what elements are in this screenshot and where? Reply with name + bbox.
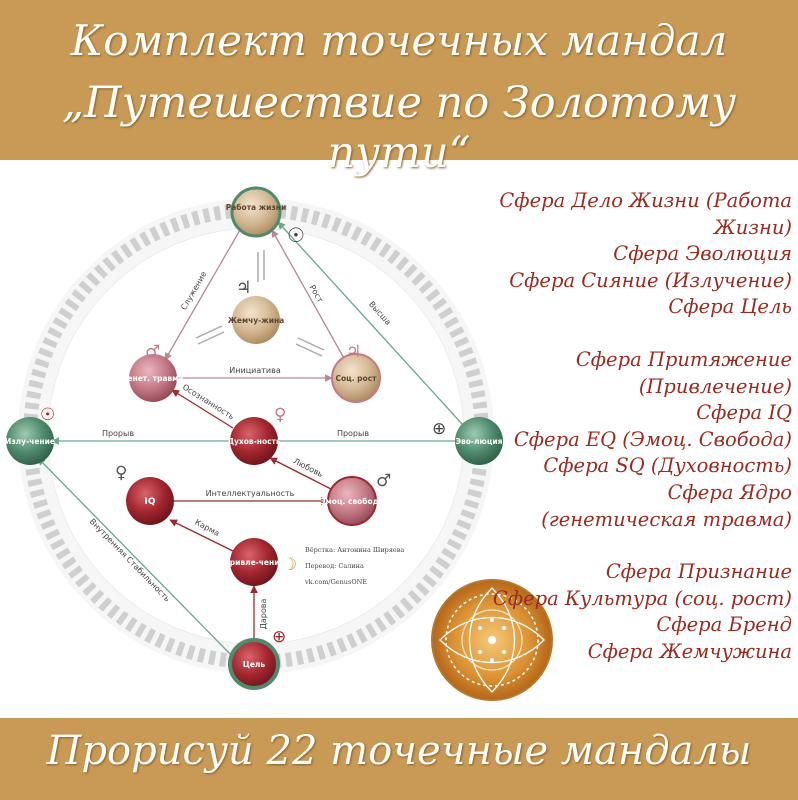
legend-item: Сфера Притяжение (Привлечение) <box>575 347 792 398</box>
legend-item: Сфера Жемчужина <box>587 639 792 663</box>
moon-icon: ☽ <box>282 555 297 575</box>
mars-icon: ♂ <box>145 342 160 362</box>
svg-text:Эмоц. свобода: Эмоц. свобода <box>320 497 384 506</box>
edge-work-genetic <box>164 229 241 361</box>
svg-text:Работа жизни: Работа жизни <box>226 203 286 212</box>
golden-mandala-image <box>431 579 553 701</box>
svg-text:Цель: Цель <box>243 660 266 669</box>
edge-soul-genetic <box>171 389 234 429</box>
edge-label-initiative: Инициатива <box>229 366 281 375</box>
node-goal: Цель <box>228 638 280 690</box>
legend-item: Сфера Культура (соц. рост) <box>492 586 792 610</box>
earth-icon: ⊕ <box>272 627 286 647</box>
svg-text:Эво-люция: Эво-люция <box>456 437 503 446</box>
earth-icon: ⊕ <box>432 419 446 439</box>
header-band <box>0 0 798 160</box>
node-pearl: Жемчу-жина <box>228 296 285 344</box>
sphere-legend: Сфера Дело Жизни (Работа Жизни) Сфера Эв… <box>432 188 792 666</box>
edge-work-evolution <box>277 221 464 426</box>
edge-attract-iq <box>169 519 236 553</box>
edge-radiance-goal <box>37 457 237 661</box>
node-work: Работа жизни <box>226 186 286 238</box>
svg-text:Генет. травма: Генет. травма <box>123 374 184 383</box>
venus-icon: ♀ <box>274 405 286 425</box>
node-genetic: Генет. травма <box>123 354 184 402</box>
footer-text: Прорисуй 22 точечные мандалы <box>46 728 752 774</box>
venus-icon: ♀ <box>115 463 127 483</box>
edge-label-gifts: Дарова <box>259 599 268 630</box>
legend-item: (генетическая травма) <box>541 507 792 531</box>
sun-icon: ☉ <box>40 405 55 425</box>
edge-label-breakthrough-left: Прорыв <box>102 429 134 438</box>
node-evolution: Эво-люция <box>455 417 503 465</box>
svg-text:Духов-ность: Духов-ность <box>227 437 281 446</box>
edge-label-breakthrough-right: Прорыв <box>337 429 369 438</box>
legend-item: Сфера Сияние (Излучение) <box>509 268 792 292</box>
legend-item: Сфера Дело Жизни (Работа Жизни) <box>499 189 792 239</box>
mandala-diagram: Служение Рост Высша Инициатива Прорыв Пр… <box>5 186 553 701</box>
credits: Вёрстка: Антонина Ширяева Перевод: Салин… <box>304 546 404 586</box>
planet-symbols: ☉ ♃ ♂ ♃ ♀ ☉ ⊕ ♂ ♀ ☽ ⊕ <box>40 223 446 647</box>
node-emotion: Эмоц. свобода <box>320 476 384 526</box>
node-soul: Духов-ность <box>227 417 281 465</box>
svg-text:Привле-чение: Привле-чение <box>223 558 284 567</box>
legend-item: Сфера Цель <box>668 295 792 319</box>
svg-text:Излу-чение: Излу-чение <box>5 437 55 446</box>
legend-item: Сфера Бренд <box>656 613 792 637</box>
svg-text:IQ: IQ <box>145 497 156 507</box>
title-line-2: „Путешествие по Золотому пути“ <box>61 78 737 178</box>
edge-work-social <box>271 229 346 361</box>
hatch-marks <box>195 250 325 357</box>
legend-item: Сфера Ядро <box>667 480 792 504</box>
footer-band <box>0 718 798 800</box>
legend-item: Сфера EQ (Эмоц. Свобода) <box>513 427 792 451</box>
legend-item: Сфера Эволюция <box>613 242 792 266</box>
node-attract: Привле-чение <box>223 538 285 586</box>
svg-text:Перевод: Салина: Перевод: Салина <box>305 562 364 570</box>
node-radiance: Излу-чение <box>5 417 55 465</box>
jupiter-icon: ♃ <box>346 342 361 362</box>
svg-text:Соц. рост: Соц. рост <box>336 374 378 383</box>
mars-icon: ♂ <box>376 471 391 491</box>
legend-item: Сфера Признание <box>605 560 792 584</box>
edges <box>37 221 464 661</box>
jupiter-icon: ♃ <box>236 278 251 298</box>
edge-emotion-soul <box>269 457 334 491</box>
legend-item: Сфера SQ (Духовность) <box>543 454 792 478</box>
node-iq: IQ <box>126 477 174 525</box>
svg-text:vk.com/GenusONE: vk.com/GenusONE <box>304 578 367 586</box>
legend-item: Сфера IQ <box>696 401 792 425</box>
svg-text:Вёрстка: Антонина Ширяева: Вёрстка: Антонина Ширяева <box>305 546 404 554</box>
edge-label-intellect: Интеллектуальность <box>206 489 295 498</box>
sun-icon: ☉ <box>287 223 305 247</box>
svg-text:Жемчу-жина: Жемчу-жина <box>228 316 285 325</box>
node-social: Соц. рост <box>331 353 381 403</box>
title-line-1: Комплект точечных мандал <box>70 16 728 65</box>
